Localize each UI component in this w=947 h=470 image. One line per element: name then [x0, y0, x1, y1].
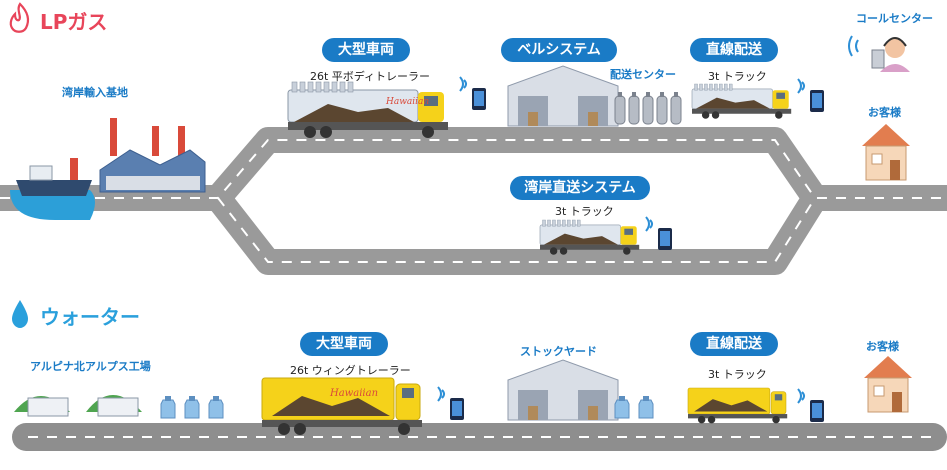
lp-road-network [0, 127, 947, 275]
lp-customer-house [861, 123, 911, 181]
water-customer-house [863, 355, 913, 413]
truck-brand-logo: Hawaiian [385, 97, 429, 107]
callcenter-label: コールセンター [856, 12, 933, 25]
lp-large-vehicle-badge: 大型車両 [322, 38, 410, 62]
water-customer-label: お客様 [866, 340, 899, 353]
water-direct-delivery-badge: 直線配送 [690, 332, 778, 356]
port-base [10, 118, 206, 220]
stock-yard-warehouse [507, 359, 619, 421]
water-trailer-label: 26t ウィングトレーラー [290, 364, 411, 377]
phone-wifi-icon [437, 386, 465, 421]
water-wing-trailer [261, 377, 423, 436]
water-factory [14, 395, 142, 417]
water-section-title: ウォーター [40, 305, 140, 329]
wifi-icon [848, 35, 859, 57]
lp-trailer-truck [287, 81, 449, 139]
phone-wifi-icon [797, 78, 825, 113]
stock-yard-label: ストックヤード [520, 345, 597, 358]
water-jugs-icon [614, 395, 654, 419]
water-drop-icon [12, 300, 28, 328]
lpgas-section-title: LPガス [40, 10, 108, 34]
water-large-vehicle-badge: 大型車両 [300, 332, 388, 356]
flame-icon [9, 2, 30, 33]
bay-direct-badge: 湾岸直送システム [510, 176, 650, 200]
water-truck-label: 3t トラック [708, 368, 767, 381]
lp-customer-label: お客様 [868, 106, 901, 119]
truck-brand-logo: Hawaiian [329, 388, 378, 399]
gas-cylinders-icon [614, 91, 682, 125]
bell-system-badge: ベルシステム [501, 38, 617, 62]
lp-truck-label: 3t トラック [708, 70, 767, 83]
bell-system-warehouse [507, 65, 619, 127]
phone-wifi-icon [645, 216, 673, 251]
delivery-center-label: 配送センター [610, 68, 676, 81]
call-center-operator [871, 37, 910, 72]
bay-direct-truck [539, 219, 640, 256]
bay-truck-label: 3t トラック [555, 205, 614, 218]
lp-direct-delivery-badge: 直線配送 [690, 38, 778, 62]
lp-trailer-label: 26t 平ボディトレーラー [310, 70, 431, 83]
water-jugs-icon [160, 395, 224, 419]
phone-wifi-icon [797, 388, 825, 423]
phone-wifi-icon [459, 76, 487, 111]
water-direct-truck [687, 387, 788, 424]
port-base-label: 湾岸輸入基地 [62, 86, 128, 99]
lp-direct-truck [691, 83, 792, 120]
water-factory-label: アルピナ北アルプス工場 [30, 360, 151, 373]
water-road [12, 423, 947, 451]
